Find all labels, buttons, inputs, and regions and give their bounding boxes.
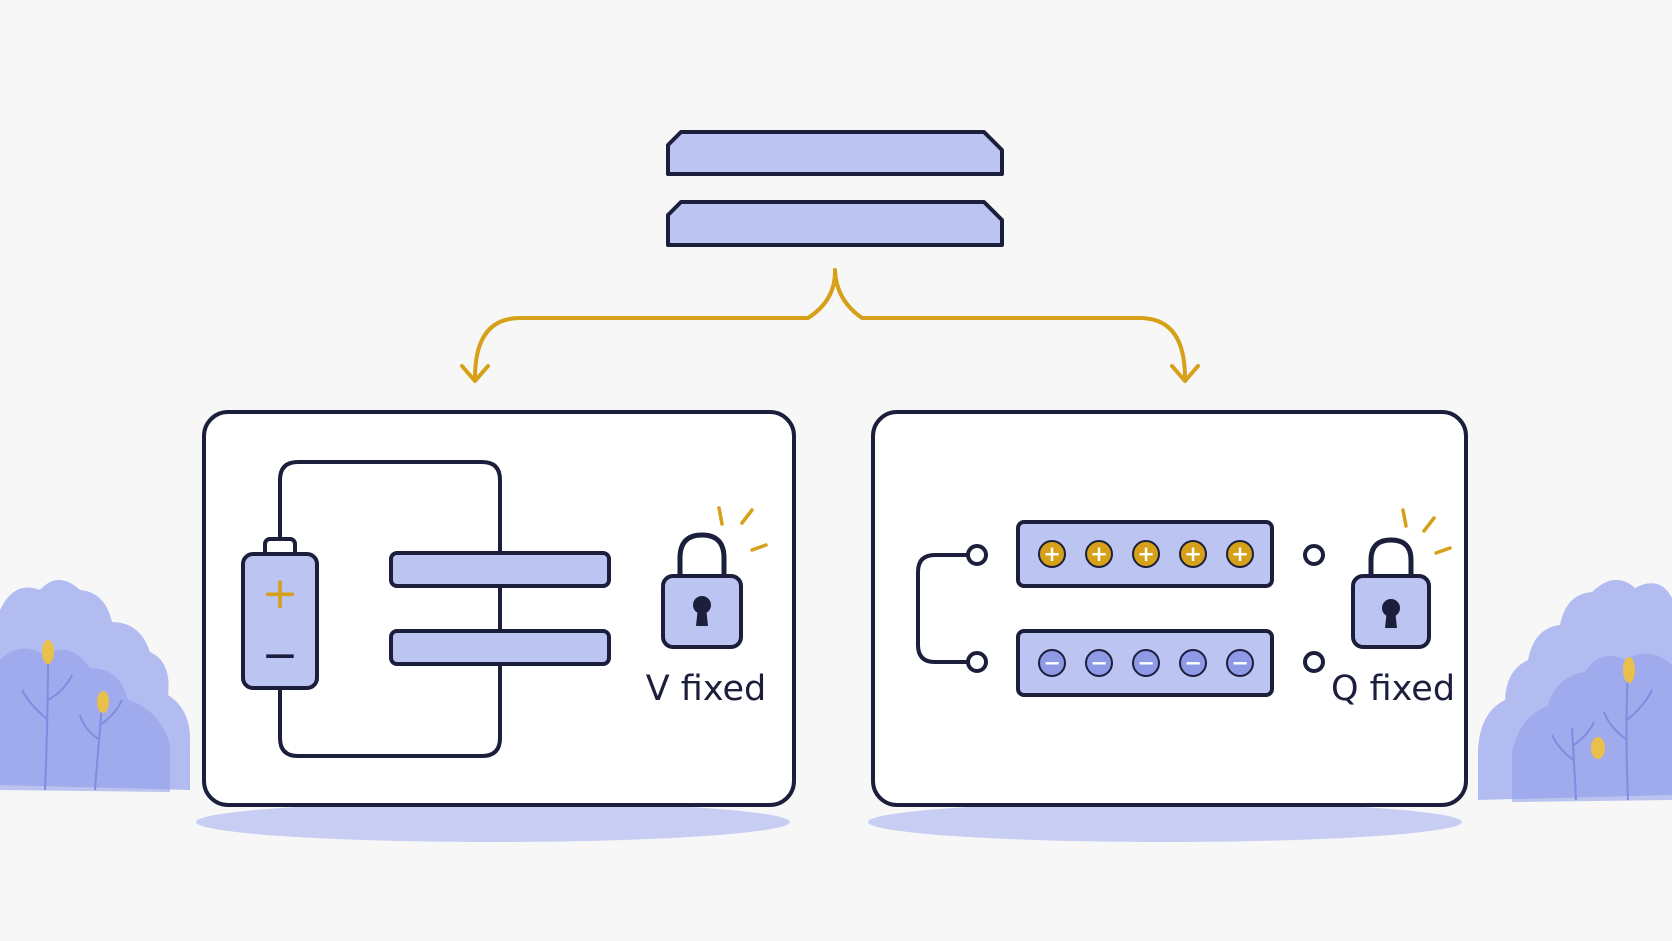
minus-charge-icon [1226, 649, 1254, 677]
top-plate-lower [666, 200, 1004, 247]
panel-isolated: + + + + + − − − − − Q fixed [871, 410, 1468, 807]
plus-charge-icon [1132, 540, 1160, 568]
panel-isolated-card [871, 410, 1468, 807]
v-fixed-label: V fixed [646, 669, 767, 709]
positive-charges-group: + + + + + [1038, 540, 1254, 568]
battery-positive-sign: + [262, 568, 299, 619]
capacitor-plate-lower [389, 629, 611, 666]
top-plate-upper [666, 130, 1004, 176]
negative-charges-group: −−−−− [1038, 649, 1254, 677]
plus-charge-icon-sign: + [1043, 542, 1061, 566]
foliage-left-illustration [0, 580, 191, 792]
padlock-icon [661, 532, 743, 649]
minus-charge-icon-sign: − [1090, 651, 1108, 675]
minus-charge-icon [1085, 649, 1113, 677]
q-fixed-label: Q fixed [1331, 669, 1455, 709]
lock-sparkle-lines [1401, 508, 1452, 555]
panel-connected: + − V fixed [202, 410, 796, 807]
foliage-right-illustration [1478, 579, 1672, 802]
circuit-wire [278, 460, 502, 758]
branching-arrow-icon [460, 268, 1200, 383]
capacitor-plate-upper [389, 551, 611, 588]
plus-charge-icon-sign: + [1137, 542, 1155, 566]
panel-right-shadow [868, 802, 1462, 842]
terminal-top-left [966, 544, 988, 566]
plus-charge-icon [1038, 540, 1066, 568]
padlock-icon [1351, 537, 1431, 649]
left-terminal-wire [916, 553, 967, 664]
battery-negative-sign: − [262, 630, 299, 681]
minus-charge-icon [1038, 649, 1066, 677]
battery-icon: + − [241, 537, 319, 690]
plus-charge-icon-sign: + [1184, 542, 1202, 566]
minus-charge-icon-sign: − [1043, 651, 1061, 675]
minus-charge-icon-sign: − [1184, 651, 1202, 675]
top-capacitor-symbol [666, 130, 1004, 247]
minus-charge-icon [1132, 649, 1160, 677]
minus-charge-icon-sign: − [1137, 651, 1155, 675]
terminal-top-right [1303, 544, 1325, 566]
plus-charge-icon-sign: + [1231, 542, 1249, 566]
minus-charge-icon-sign: − [1231, 651, 1249, 675]
terminal-bottom-left [966, 651, 988, 673]
panel-left-shadow [196, 802, 790, 842]
lock-sparkle-lines [717, 506, 768, 552]
plus-charge-icon [1226, 540, 1254, 568]
minus-charge-icon [1179, 649, 1207, 677]
plus-charge-icon [1179, 540, 1207, 568]
plus-charge-icon-sign: + [1090, 542, 1108, 566]
terminal-bottom-right [1303, 651, 1325, 673]
plus-charge-icon [1085, 540, 1113, 568]
